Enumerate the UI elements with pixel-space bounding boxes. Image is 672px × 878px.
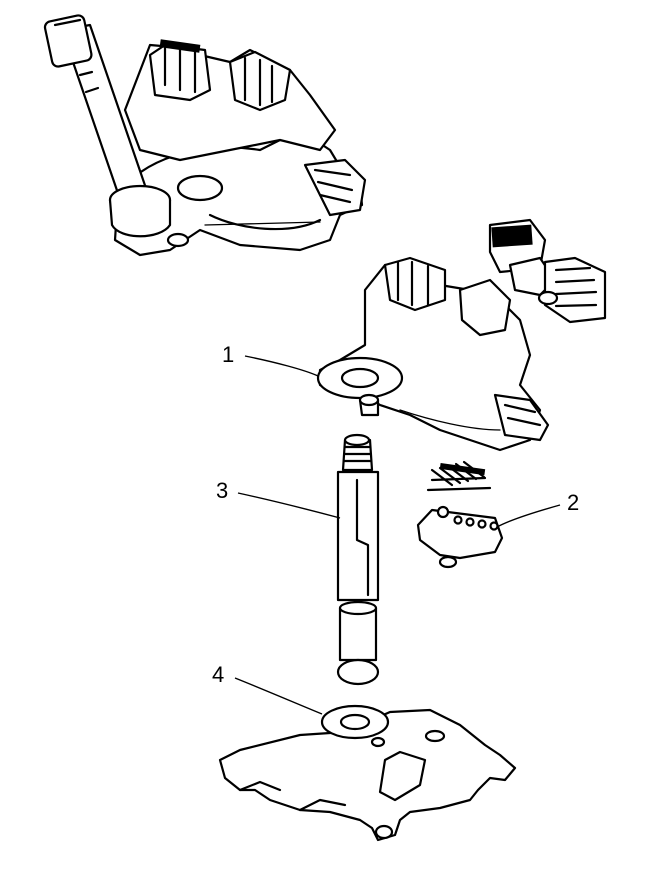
callout-label-1: 1 <box>222 342 234 367</box>
callout-label-4: 4 <box>212 662 224 687</box>
callout-label-3: 3 <box>216 478 228 503</box>
part-4-detent-lever <box>218 704 517 842</box>
part-3-shaft <box>336 433 380 686</box>
callout-1: 1 <box>222 342 319 377</box>
callout-2: 2 <box>496 490 579 528</box>
assembled-switch-with-shaft <box>43 14 367 257</box>
terminal-pins <box>426 460 492 492</box>
callout-3: 3 <box>216 478 341 519</box>
callout-4: 4 <box>212 662 323 715</box>
part-2-terminal-plate <box>416 460 504 569</box>
part-1-switch-housing <box>316 256 550 452</box>
connector-pieces <box>488 218 607 324</box>
callout-label-2: 2 <box>567 490 579 515</box>
